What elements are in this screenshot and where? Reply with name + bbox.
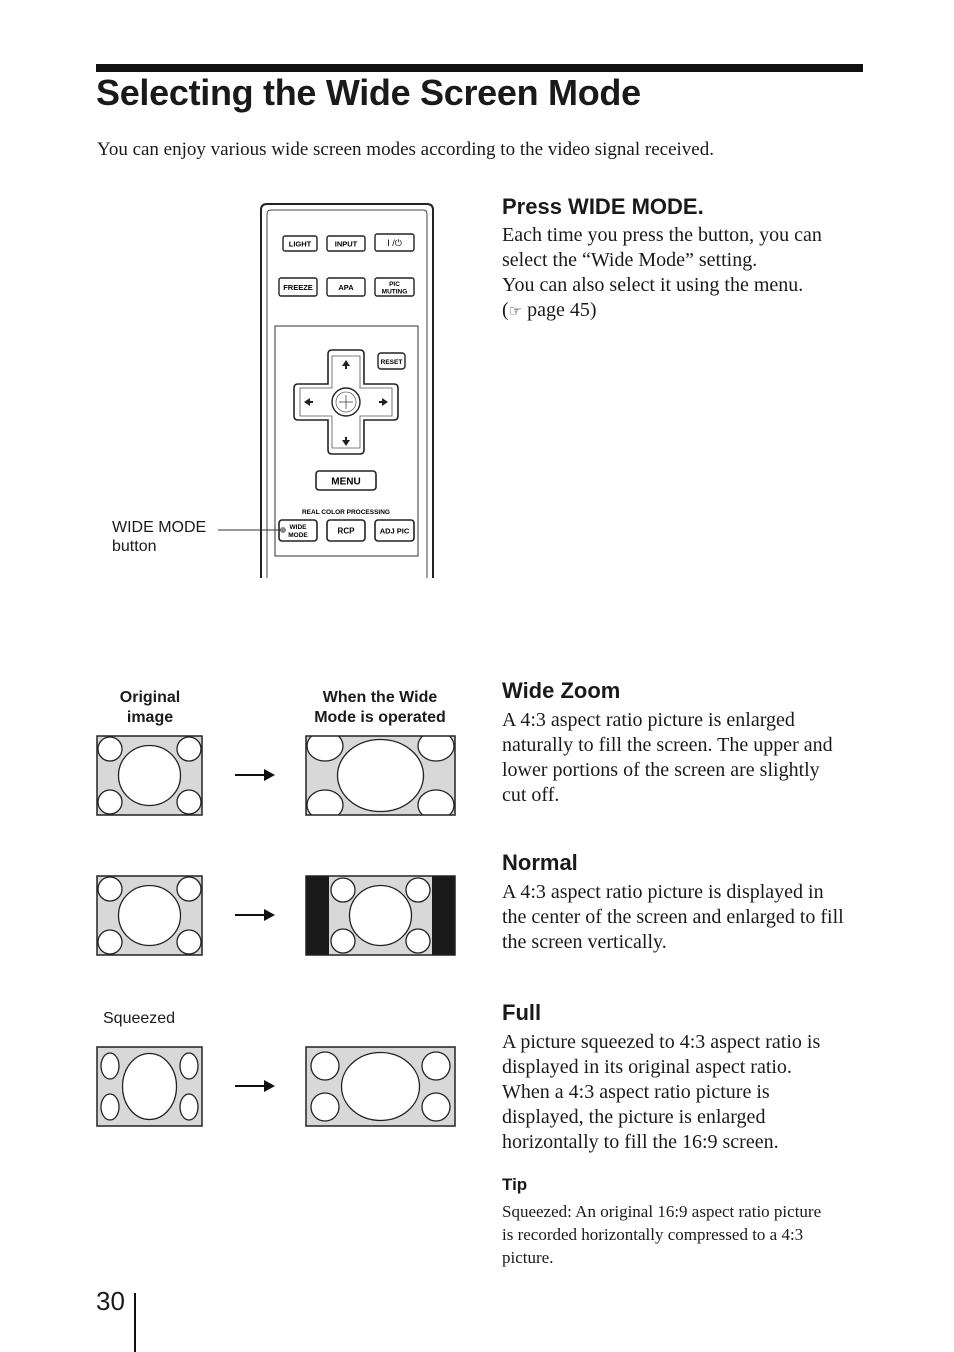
step-line: You can also select it using the menu. xyxy=(502,274,804,296)
apa-label: APA xyxy=(338,283,354,292)
step-body: Each time you press the button, you can … xyxy=(502,223,822,324)
freeze-label: FREEZE xyxy=(283,283,313,292)
power-button[interactable] xyxy=(374,233,415,252)
original-head-line-1: Original xyxy=(119,689,181,706)
original-image-heading: Original image xyxy=(100,688,200,728)
desc-line: the screen vertically. xyxy=(502,931,667,953)
callout-line-2: button xyxy=(112,538,157,555)
tip-line: is recorded horizontally compressed to a… xyxy=(502,1225,804,1244)
tip-body: Squeezed: An original 16:9 aspect ratio … xyxy=(502,1200,821,1269)
full-result-frame xyxy=(305,1046,456,1127)
apa-button[interactable] xyxy=(326,277,366,297)
wide-mode-label-2: MODE xyxy=(288,532,308,539)
normal-description: A 4:3 aspect ratio picture is displayed … xyxy=(502,880,844,955)
desc-line: horizontally to fill the 16:9 screen. xyxy=(502,1131,779,1153)
light-button[interactable] xyxy=(282,235,318,252)
arrow-right-icon xyxy=(235,1080,275,1092)
original-image-frame-wide-zoom xyxy=(96,735,203,816)
input-label: INPUT xyxy=(335,240,358,249)
step-heading: Press WIDE MODE. xyxy=(502,194,704,219)
control-panel xyxy=(274,325,419,557)
original-image-frame-normal xyxy=(96,875,203,956)
reset-button[interactable] xyxy=(377,352,406,370)
step-line: select the “Wide Mode” setting. xyxy=(502,249,758,271)
callout-line-1: WIDE MODE xyxy=(112,519,207,536)
arrow-right-icon xyxy=(235,769,275,781)
desc-line: cut off. xyxy=(502,784,560,806)
tip-heading: Tip xyxy=(502,1175,528,1194)
reset-label: RESET xyxy=(381,359,403,366)
wide-zoom-heading: Wide Zoom xyxy=(502,678,621,703)
rcp-group-label: REAL COLOR PROCESSING xyxy=(302,509,390,516)
squeezed-label: Squeezed xyxy=(103,1010,176,1027)
full-description: A picture squeezed to 4:3 aspect ratio i… xyxy=(502,1030,820,1155)
arrow-right-icon xyxy=(382,398,388,406)
desc-line: the center of the screen and enlarged to… xyxy=(502,906,844,928)
when-head-line-1: When the Wide xyxy=(322,689,438,706)
when-head-line-2: Mode is operated xyxy=(314,709,446,726)
intro-text: You can enjoy various wide screen modes … xyxy=(97,139,714,160)
remote-control-illustration: LIGHT INPUT I /⏻ FREEZE APA PIC MUTING R… xyxy=(260,203,434,578)
page-reference: (☞ page 45) xyxy=(502,298,822,324)
original-head-line-2: image xyxy=(126,709,174,726)
wide-mode-callout: WIDE MODE button xyxy=(112,518,206,556)
wide-mode-label-1: WIDE xyxy=(290,524,308,531)
desc-line: A 4:3 aspect ratio picture is enlarged xyxy=(502,709,795,731)
arrow-up-icon xyxy=(342,360,350,366)
adj-pic-label: ADJ PIC xyxy=(380,527,410,536)
squeezed-image-frame xyxy=(96,1046,203,1127)
desc-line: When a 4:3 aspect ratio picture is xyxy=(502,1081,770,1103)
wide-zoom-result-frame xyxy=(305,735,456,816)
when-operated-heading: When the Wide Mode is operated xyxy=(300,688,460,728)
menu-label: MENU xyxy=(331,477,360,488)
tip-line: Squeezed: An original 16:9 aspect ratio … xyxy=(502,1202,822,1221)
arrow-down-icon xyxy=(342,440,350,446)
full-heading: Full xyxy=(502,1000,542,1025)
power-icon: I /⏻ xyxy=(387,238,402,248)
tip-line: picture. xyxy=(502,1248,554,1267)
desc-line: A 4:3 aspect ratio picture is displayed … xyxy=(502,881,824,903)
desc-line: naturally to fill the screen. The upper … xyxy=(502,734,833,756)
input-button[interactable] xyxy=(326,235,366,252)
pic-muting-label-2: MUTING xyxy=(382,289,408,296)
ref-open: ( xyxy=(502,299,509,321)
pic-muting-label-1: PIC xyxy=(389,281,400,288)
desc-line: lower portions of the screen are slightl… xyxy=(502,759,820,781)
adj-pic-button[interactable] xyxy=(374,519,415,542)
desc-line: A picture squeezed to 4:3 aspect ratio i… xyxy=(502,1031,821,1053)
desc-line: displayed, the picture is enlarged xyxy=(502,1106,766,1128)
rcp-label: RCP xyxy=(338,527,356,536)
title-rule xyxy=(96,64,863,72)
normal-heading: Normal xyxy=(502,850,578,875)
menu-button[interactable] xyxy=(315,470,377,491)
arrow-left-icon xyxy=(304,398,310,406)
pointing-hand-icon: ☞ xyxy=(508,302,523,320)
ref-text: page 45) xyxy=(522,299,597,321)
normal-result-frame xyxy=(305,875,456,956)
step-line: Each time you press the button, you can xyxy=(502,224,822,246)
page-number: 30 xyxy=(96,1286,125,1316)
freeze-button[interactable] xyxy=(278,277,318,297)
rcp-button[interactable] xyxy=(326,519,366,542)
callout-line xyxy=(218,529,281,531)
arrow-right-icon xyxy=(235,909,275,921)
wide-zoom-description: A 4:3 aspect ratio picture is enlarged n… xyxy=(502,708,833,808)
pic-muting-button[interactable] xyxy=(374,277,415,297)
light-label: LIGHT xyxy=(289,240,312,249)
page-title: Selecting the Wide Screen Mode xyxy=(96,72,641,113)
page-number-rule xyxy=(134,1293,136,1352)
desc-line: displayed in its original aspect ratio. xyxy=(502,1056,792,1078)
